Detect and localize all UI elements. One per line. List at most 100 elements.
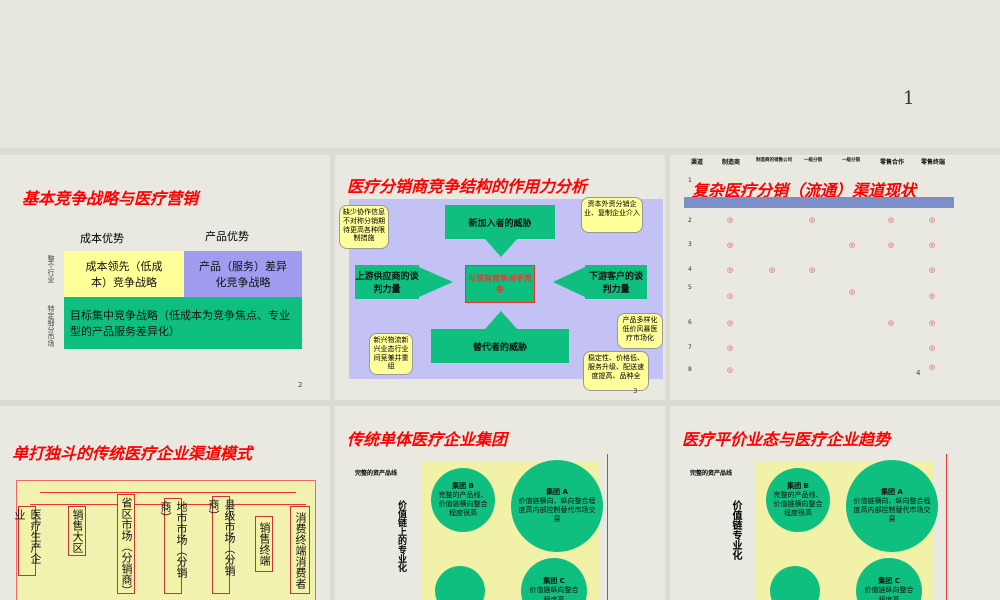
row-number: 5: [688, 284, 692, 291]
cost-leadership-cell: 成本领先（低成本）竞争战略: [64, 251, 184, 297]
row-number: 2: [688, 217, 692, 224]
row-number: 8: [688, 366, 692, 373]
row-number: 7: [688, 344, 692, 351]
group-d-circle: [435, 566, 485, 600]
row-number: 6: [688, 319, 692, 326]
table-mark: ◎: [888, 241, 895, 249]
channel-step-manufacturer: 医疗生产企业: [13, 506, 42, 576]
right-axis-line: [607, 454, 608, 600]
side-axis-label: 价值链专业化: [730, 500, 741, 560]
group-a-name: 集团 A: [546, 487, 568, 496]
table-header-bar: [684, 197, 954, 208]
arrow-up-icon: [485, 311, 517, 329]
channel-step-consumer: 消费终端消费者: [290, 506, 310, 594]
group-c-circle: 集团 C 价值链纵向整合程度高: [521, 558, 587, 600]
group-b-name: 集团 B: [787, 481, 809, 490]
arrow-down-icon: [485, 239, 517, 257]
slide-title: 复杂医疗分销（流通）渠道现状: [692, 181, 917, 200]
callout-product-diversity: 产品多样化低价风暴医疗市场化: [617, 313, 663, 349]
channel-step-county: 县级市场（分销商）: [207, 496, 236, 594]
top-axis-label: 完整的资产品线: [355, 470, 398, 477]
row-number: 3: [688, 241, 692, 248]
table-mark: ◎: [888, 216, 895, 224]
slide-title: 单打独斗的传统医疗企业渠道模式: [12, 444, 253, 463]
top-slide: 1: [0, 0, 1000, 148]
slide-page-number: 4: [916, 369, 921, 377]
group-a-text: 价值链横向、纵向整合程度高内部控制替代市场交易: [518, 496, 596, 524]
slide-title: 医疗分销商竞争结构的作用力分析: [347, 177, 588, 196]
table-mark: ◎: [849, 241, 856, 249]
slide-thumbnail-5[interactable]: 单打独斗的传统医疗企业渠道模式 医疗生产企业 销售大区 省区市场（分销商） 地市…: [0, 406, 330, 600]
group-b-circle: 集团 B 完整的产品线、价值链横向整合程度很高: [431, 468, 495, 532]
slide-page-number: 3: [633, 387, 638, 395]
differentiation-cell: 产品（服务）差异化竞争战略: [184, 251, 302, 297]
slide-title: 医疗平价业态与医疗企业趋势: [682, 430, 891, 449]
slide-thumbnail-6[interactable]: 传统单体医疗企业集团 完整的资产品线 价值链上的专业化 集团 B 完整的产品线、…: [335, 406, 665, 600]
side-axis-label: 价值链上的专业化: [396, 500, 406, 572]
table-mark: ◎: [727, 319, 734, 327]
table-mark: ◎: [727, 216, 734, 224]
table-header: 一级分销: [804, 158, 822, 163]
arrow-right-icon: [419, 267, 453, 297]
group-c-name: 集团 C: [878, 577, 900, 586]
focus-strategy-cell: 目标集中竞争战略（低成本为竞争焦点、专业型的产品服务差异化）: [64, 297, 302, 349]
slide-thumbnail-2[interactable]: 基本竞争战略与医疗营销 成本优势 产品优势 整个行业 特定细分市场 成本领先（低…: [0, 155, 330, 400]
column-label-product: 产品优势: [205, 230, 249, 243]
group-b-name: 集团 B: [452, 481, 474, 490]
arrow-left-icon: [553, 267, 585, 297]
callout-new-logistics: 新兴物流新兴业态行业间竞兼并重组: [369, 333, 413, 375]
callout-lack-coordination: 缺少协作信息不对称分销期待更高各种限制措施: [339, 205, 389, 249]
table-mark: ◎: [809, 216, 816, 224]
group-a-circle: 集团 A 价值链横向、纵向整合程度高内部控制替代市场交易: [511, 460, 603, 552]
row-number: 1: [688, 177, 692, 184]
new-entrants-box: 新加入者的威胁: [445, 205, 555, 239]
group-b-circle: 集团 B 完整的产品线、价值链横向整合程度很高: [766, 468, 830, 532]
buyers-box: 下游客户的谈判力量: [585, 265, 647, 299]
slide-title: 传统单体医疗企业集团: [347, 430, 508, 449]
group-c-text: 价值链纵向整合程度高: [864, 586, 914, 600]
table-mark: ◎: [727, 366, 734, 374]
table-mark: ◎: [727, 344, 734, 352]
table-header: 零售终端: [920, 159, 945, 166]
table-mark: ◎: [929, 292, 936, 300]
table-mark: ◎: [888, 319, 895, 327]
group-a-text: 价值链横向、纵向整合程度高内部控制替代市场交易: [853, 496, 931, 524]
slide-page-number: 2: [298, 381, 303, 389]
group-b-text: 完整的产品线、价值链横向整合程度很高: [438, 490, 488, 518]
group-a-name: 集团 A: [881, 487, 903, 496]
group-a-circle: 集团 A 价值链横向、纵向整合程度高内部控制替代市场交易: [846, 460, 938, 552]
table-mark: ◎: [929, 241, 936, 249]
table-mark: ◎: [727, 241, 734, 249]
row-label-segment: 特定细分市场: [47, 305, 55, 347]
table-header: 零售合作: [879, 159, 904, 166]
table-header: 渠道: [690, 159, 703, 166]
row-label-industry: 整个行业: [47, 255, 55, 283]
slide-thumbnail-3[interactable]: 医疗分销商竞争结构的作用力分析 新加入者的威胁 上游供应商的谈判力量 与现有竞争…: [335, 155, 665, 400]
slide-title: 基本竞争战略与医疗营销: [22, 189, 199, 208]
group-c-text: 价值链纵向整合程度高: [529, 586, 579, 600]
rivalry-box: 与现有竞争对手竞争: [465, 265, 535, 303]
callout-capital: 资本外资分销企业、复制企业介入: [581, 197, 643, 233]
page-number: 1: [903, 88, 915, 109]
channel-step-province: 省区市场（分销商）: [117, 494, 135, 596]
right-axis-line: [946, 454, 947, 600]
table-mark: ◎: [769, 266, 776, 274]
slide-thumbnail-7[interactable]: 医疗平价业态与医疗企业趋势 完整的资产品线 价值链专业化 集团 B 完整的产品线…: [670, 406, 1000, 600]
group-d-circle: [770, 566, 820, 600]
table-mark: ◎: [809, 266, 816, 274]
table-mark: ◎: [929, 266, 936, 274]
substitutes-box: 替代者的威胁: [431, 329, 569, 363]
table-header: 制造商的销售公司: [756, 158, 792, 163]
table-header: 一级分销: [842, 158, 860, 163]
table-mark: ◎: [849, 288, 856, 296]
table-mark: ◎: [727, 292, 734, 300]
top-axis-label: 完整的资产品线: [690, 470, 733, 477]
row-number: 4: [688, 266, 692, 273]
flow-line: [40, 492, 296, 493]
group-b-text: 完整的产品线、价值链横向整合程度很高: [773, 490, 823, 518]
channel-step-sales-region: 销售大区: [68, 506, 86, 556]
table-mark: ◎: [929, 344, 936, 352]
slide-thumbnail-4[interactable]: 渠道 制造商 制造商的销售公司 一级分销 一级分销 零售合作 零售终端 复杂医疗…: [670, 155, 1000, 400]
table-mark: ◎: [929, 319, 936, 327]
channel-step-terminal: 销售终端: [255, 516, 273, 572]
